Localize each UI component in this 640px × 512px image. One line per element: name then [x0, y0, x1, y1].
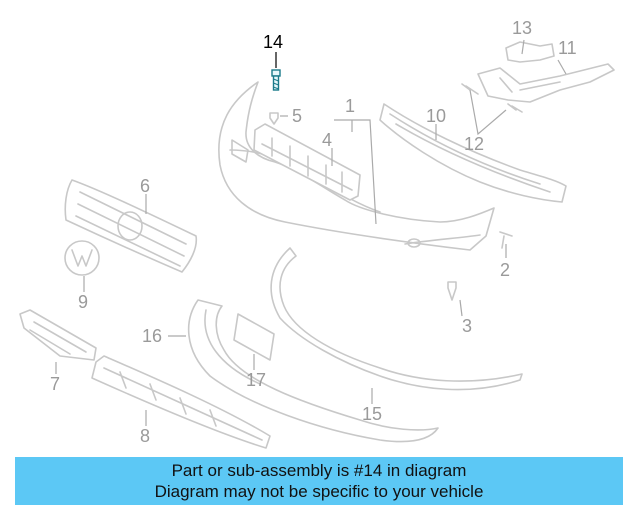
callout-10: 10: [426, 106, 446, 126]
callout-16: 16: [142, 326, 162, 346]
callout-14: 14: [263, 32, 283, 52]
callout-labels: 14 13 11 5 1 10 4 12 6 2 9 3 16 7 17 15 …: [50, 18, 577, 446]
bumper-grille-insert: [253, 123, 361, 201]
lower-grille-center: [91, 355, 271, 449]
callout-15: 15: [362, 404, 382, 424]
callout-9: 9: [78, 292, 88, 312]
callout-6: 6: [140, 176, 150, 196]
air-deflector: [187, 299, 439, 443]
upper-grille: [64, 179, 198, 273]
callout-4: 4: [322, 130, 332, 150]
lower-spoiler: [270, 247, 523, 391]
impact-bar: [379, 103, 567, 203]
emblem: [64, 240, 100, 276]
banner-line-2: Diagram may not be specific to your vehi…: [154, 482, 484, 501]
license-plate-bracket: [233, 313, 275, 361]
info-banner: Part or sub-assembly is #14 in diagram D…: [15, 457, 623, 505]
callout-11: 11: [558, 38, 577, 58]
callout-12: 12: [464, 134, 484, 154]
callout-2: 2: [500, 260, 510, 280]
callout-1: 1: [345, 96, 355, 116]
callout-8: 8: [140, 426, 150, 446]
lower-grille-left: [19, 309, 97, 361]
screws: [269, 112, 513, 301]
callout-3: 3: [462, 316, 472, 336]
callout-13: 13: [512, 18, 532, 38]
parts-diagram: 14 13 11 5 1 10 4 12 6 2 9 3 16 7 17 15 …: [19, 18, 615, 449]
mounting-bracket: [461, 41, 615, 113]
callout-5: 5: [292, 106, 302, 126]
callout-17: 17: [246, 370, 266, 390]
callout-7: 7: [50, 374, 60, 394]
banner-line-1: Part or sub-assembly is #14 in diagram: [171, 461, 467, 480]
leader-lines: [55, 39, 567, 426]
highlighted-bolt-part-14: [271, 52, 281, 91]
